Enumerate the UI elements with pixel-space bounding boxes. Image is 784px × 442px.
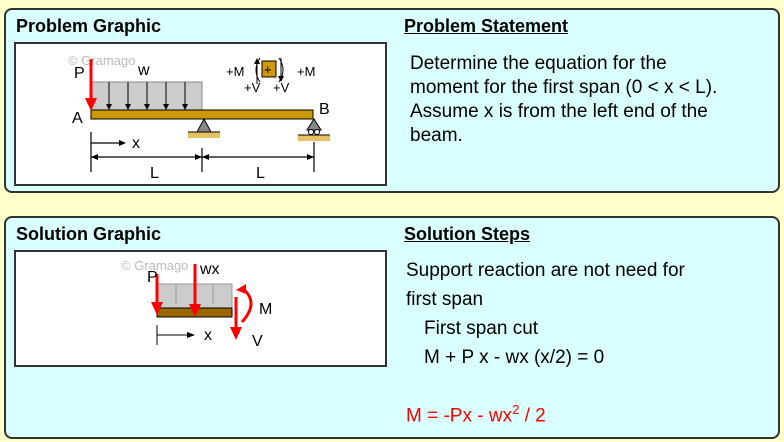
- statement-line: Assume x is from the left end of the: [410, 101, 708, 122]
- step-line: Support reaction are not need for: [406, 260, 685, 281]
- step-line: M + P x - wx (x/2) = 0: [424, 347, 605, 368]
- solution-graphic-title: Solution Graphic: [16, 224, 162, 244]
- result-exponent: 2: [512, 402, 520, 417]
- result-equation: M = -Px - wx2 / 2: [406, 398, 546, 428]
- label-x: x: [204, 327, 212, 344]
- label-wx: wx: [199, 261, 220, 278]
- statement-line: Determine the equation for the: [410, 53, 667, 74]
- result-text: M = -Px - wx: [406, 405, 513, 427]
- label-p: P: [74, 65, 85, 82]
- svg-text:+: +: [264, 62, 272, 77]
- label-m: M: [259, 301, 272, 318]
- watermark: © Gramago: [121, 258, 188, 273]
- moment-m-arrow: [240, 286, 253, 324]
- svg-text:+V: +V: [244, 80, 261, 95]
- solution-graphic: © Gramago P wx M V x: [14, 250, 387, 367]
- svg-text:+M: +M: [297, 64, 315, 79]
- beam: [90, 109, 314, 120]
- step-line: first span: [406, 289, 484, 310]
- problem-beam-diagram: © Gramago P w A B x L: [68, 53, 330, 182]
- force-p-arrow: [151, 302, 163, 315]
- solution-panel: Solution Graphic Solution Steps © Gramag…: [4, 216, 780, 439]
- problem-statement-title: Problem Statement: [404, 16, 569, 36]
- label-w: w: [137, 62, 150, 79]
- sign-convention: +M +M +V +V +: [226, 57, 315, 95]
- problem-panel: Problem Graphic Problem Statement © Gram…: [4, 8, 780, 193]
- label-v: V: [252, 333, 263, 350]
- label-x: x: [132, 135, 140, 152]
- problem-graphic-title: Problem Graphic: [16, 16, 162, 36]
- svg-text:+V: +V: [273, 80, 290, 95]
- solution-steps: Support reaction are not need for first …: [406, 256, 685, 372]
- label-a: A: [72, 110, 83, 127]
- svg-text:+M: +M: [226, 64, 244, 79]
- label-l1: L: [150, 165, 159, 182]
- label-b: B: [319, 101, 330, 118]
- label-p: P: [147, 269, 158, 286]
- watermark: © Gramago: [68, 53, 135, 68]
- label-l2: L: [256, 165, 265, 182]
- result-text: / 2: [519, 405, 546, 427]
- force-wx-arrow: [189, 304, 201, 317]
- roller-support: [306, 118, 322, 131]
- statement-line: beam.: [410, 125, 463, 146]
- problem-statement: Determine the equation for the moment fo…: [410, 52, 717, 148]
- pin-support: [196, 117, 212, 133]
- shear-v-arrow: [230, 327, 242, 340]
- problem-graphic: © Gramago P w A B x L: [14, 42, 387, 186]
- free-body-diagram: © Gramago P wx M V x: [121, 258, 272, 350]
- statement-line: moment for the first span (0 < x < L).: [410, 77, 718, 98]
- solution-steps-title: Solution Steps: [404, 224, 530, 244]
- step-line: First span cut: [424, 318, 539, 339]
